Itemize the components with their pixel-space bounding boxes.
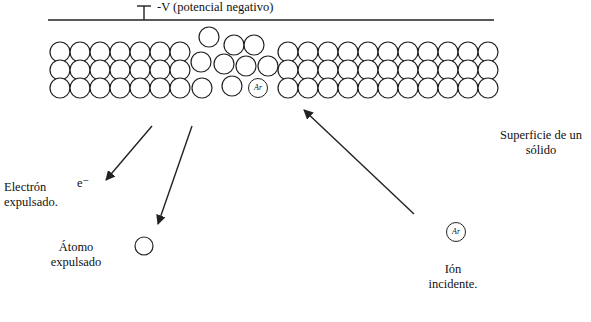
trajectory-arrows — [106, 110, 414, 224]
ion-symbol: Ar — [452, 228, 460, 236]
embedded-ion: Ar — [248, 78, 268, 98]
ejected-atom — [135, 237, 153, 255]
electron-symbol: e⁻ — [77, 176, 89, 191]
electron-label: Electrón expulsado. — [4, 180, 68, 210]
atom-label: Átomo expulsado — [46, 240, 106, 270]
ion-symbol: Ar — [254, 84, 262, 92]
potential-label: -V (potencial negativo) — [157, 0, 273, 15]
surface-label: Superficie de un sólido — [493, 128, 589, 158]
ion-label: Ión incidente. — [420, 262, 486, 292]
solid-atoms — [50, 27, 498, 98]
incident-ion: Ar — [446, 222, 466, 242]
